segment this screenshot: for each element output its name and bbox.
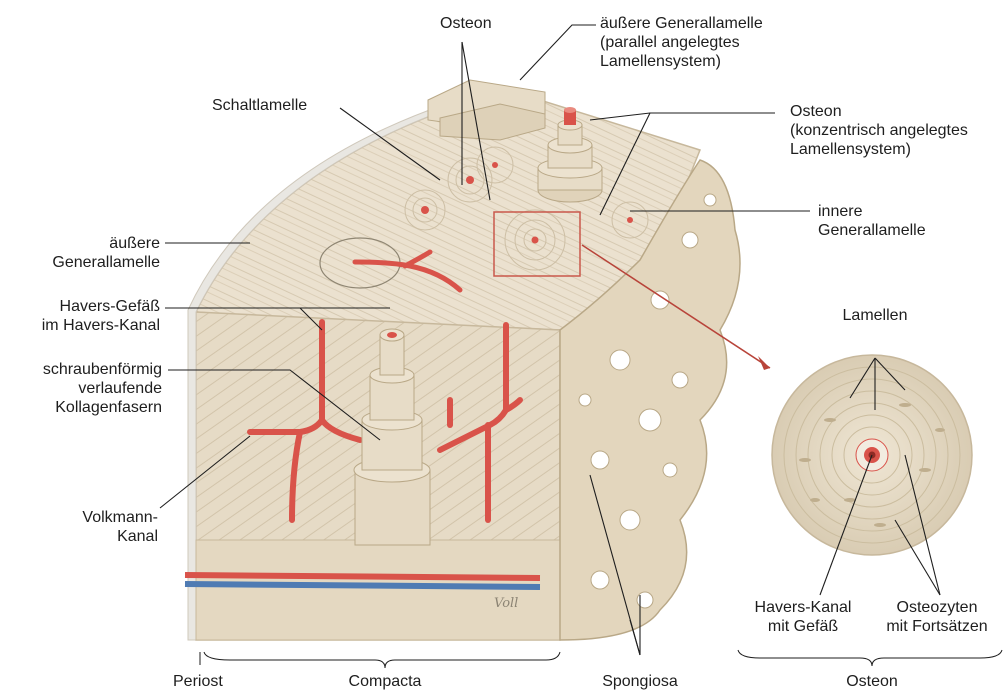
bottom-braces xyxy=(200,650,1002,668)
label-compacta: Compacta xyxy=(320,672,450,691)
label-spongiosa: Spongiosa xyxy=(580,672,700,691)
label-outer-lamella-left: äußere Generallamelle xyxy=(40,234,160,272)
label-periost: Periost xyxy=(173,672,223,691)
label-osteon-top: Osteon xyxy=(440,14,492,33)
label-havers-vessel: Havers-Gefäß im Havers-Kanal xyxy=(10,297,160,335)
label-lamellen: Lamellen xyxy=(830,306,920,325)
label-osteocytes: Osteozyten mit Fortsätzen xyxy=(872,598,1002,636)
label-schaltlamelle: Schaltlamelle xyxy=(212,96,307,115)
label-inner-lamella: innere Generallamelle xyxy=(818,202,926,240)
artery-horizontal xyxy=(185,575,540,578)
bone-lower-step xyxy=(196,540,560,640)
label-collagen-fibers: schraubenförmig verlaufende Kollagenfase… xyxy=(6,360,162,417)
label-osteon-right: Osteon (konzentrisch angelegtes Lamellen… xyxy=(790,102,968,159)
label-havers-canal: Havers-Kanal mit Gefäß xyxy=(738,598,868,636)
label-osteon-bottom: Osteon xyxy=(822,672,922,691)
vein-horizontal xyxy=(185,584,540,587)
label-outer-lamella-top: äußere Generallamelle (parallel angelegt… xyxy=(600,14,763,71)
artist-signature: Voll xyxy=(494,596,518,611)
outer-lamella-block xyxy=(428,80,545,140)
label-volkmann: Volkmann- Kanal xyxy=(40,508,158,546)
